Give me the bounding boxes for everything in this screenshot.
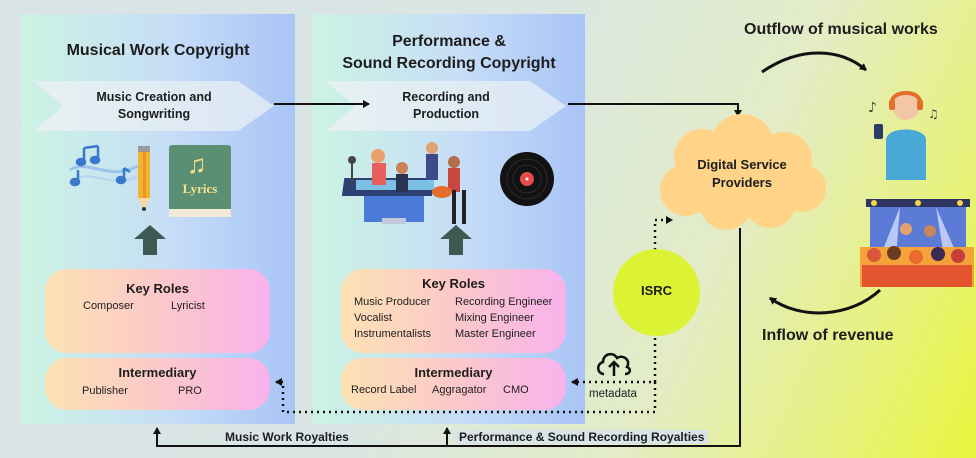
isrc-label: ISRC — [640, 283, 673, 298]
music-creation-stage-label: Music Creation and Songwriting — [96, 90, 212, 121]
performance-key-roles-title: Key Roles — [422, 276, 485, 291]
role-mixing-engineer: Mixing Engineer — [455, 312, 534, 324]
music-creation-stage: Music Creation and Songwriting — [34, 81, 274, 131]
intermediary-publisher: Publisher — [82, 385, 128, 397]
musical-intermediary-title: Intermediary — [118, 365, 197, 380]
role-composer: Composer — [83, 300, 134, 312]
cloud-icon — [660, 114, 826, 230]
svg-text:♪: ♪ — [868, 100, 877, 116]
intermediary-aggragator: Aggragator — [432, 384, 487, 396]
performance-title-line2: Sound Recording Copyright — [342, 55, 556, 72]
outflow-label: Outflow of musical works — [744, 21, 938, 38]
concert-crowd-icon — [860, 199, 974, 287]
performance-royalties-label: Performance & Sound Recording Royalties — [455, 430, 709, 444]
role-vocalist: Vocalist — [354, 312, 392, 324]
role-lyricist: Lyricist — [171, 300, 205, 312]
isrc-circle — [613, 249, 700, 336]
cloud-upload-icon — [597, 352, 632, 376]
performance-intermediary-title: Intermediary — [414, 365, 493, 380]
up-arrow-icon — [440, 225, 472, 255]
musical-key-roles-box: Key Roles Composer Lyricist — [45, 269, 270, 353]
svg-text:♫: ♫ — [928, 107, 939, 121]
recording-stage-label-line1: Recording and — [402, 90, 490, 104]
listener-person-icon: ♪ ♫ — [868, 91, 939, 180]
performance-key-roles-box: Key Roles Music Producer Vocalist Instru… — [341, 269, 566, 353]
performance-title-line1: Performance & — [392, 33, 506, 50]
musical-key-roles-title: Key Roles — [126, 281, 189, 296]
intermediary-cmo: CMO — [503, 384, 529, 396]
up-arrow-icon — [134, 225, 166, 255]
dsp-label-line1: Digital Service — [697, 157, 787, 172]
performance-intermediary-box: Intermediary Record Label Aggragator CMO — [341, 358, 566, 410]
musical-work-title: Musical Work Copyright — [66, 42, 250, 59]
role-music-producer: Music Producer — [354, 296, 431, 308]
metadata-label: metadata — [589, 388, 637, 400]
role-instrumentalists: Instrumentalists — [354, 328, 432, 340]
intermediary-record-label: Record Label — [351, 384, 417, 396]
studio-illustration-icon — [342, 142, 466, 224]
recording-stage-label-line2: Production — [413, 107, 479, 121]
lyrics-book-icon: ♫ Lyrics — [169, 145, 231, 217]
intermediary-pro: PRO — [178, 385, 202, 397]
musical-intermediary-box: Intermediary Publisher PRO — [45, 358, 270, 410]
lyrics-book-note-icon: ♫ — [187, 149, 207, 179]
lyrics-book-text: Lyrics — [182, 181, 218, 196]
dsp-label-line2: Providers — [712, 175, 772, 190]
role-master-engineer: Master Engineer — [455, 328, 536, 340]
music-work-royalties-label: Music Work Royalties — [221, 430, 353, 444]
inflow-label: Inflow of revenue — [762, 327, 894, 344]
vinyl-record-icon — [500, 152, 554, 206]
pencil-icon — [138, 146, 150, 212]
music-notes-icon — [69, 144, 139, 187]
role-recording-engineer: Recording Engineer — [455, 296, 553, 308]
